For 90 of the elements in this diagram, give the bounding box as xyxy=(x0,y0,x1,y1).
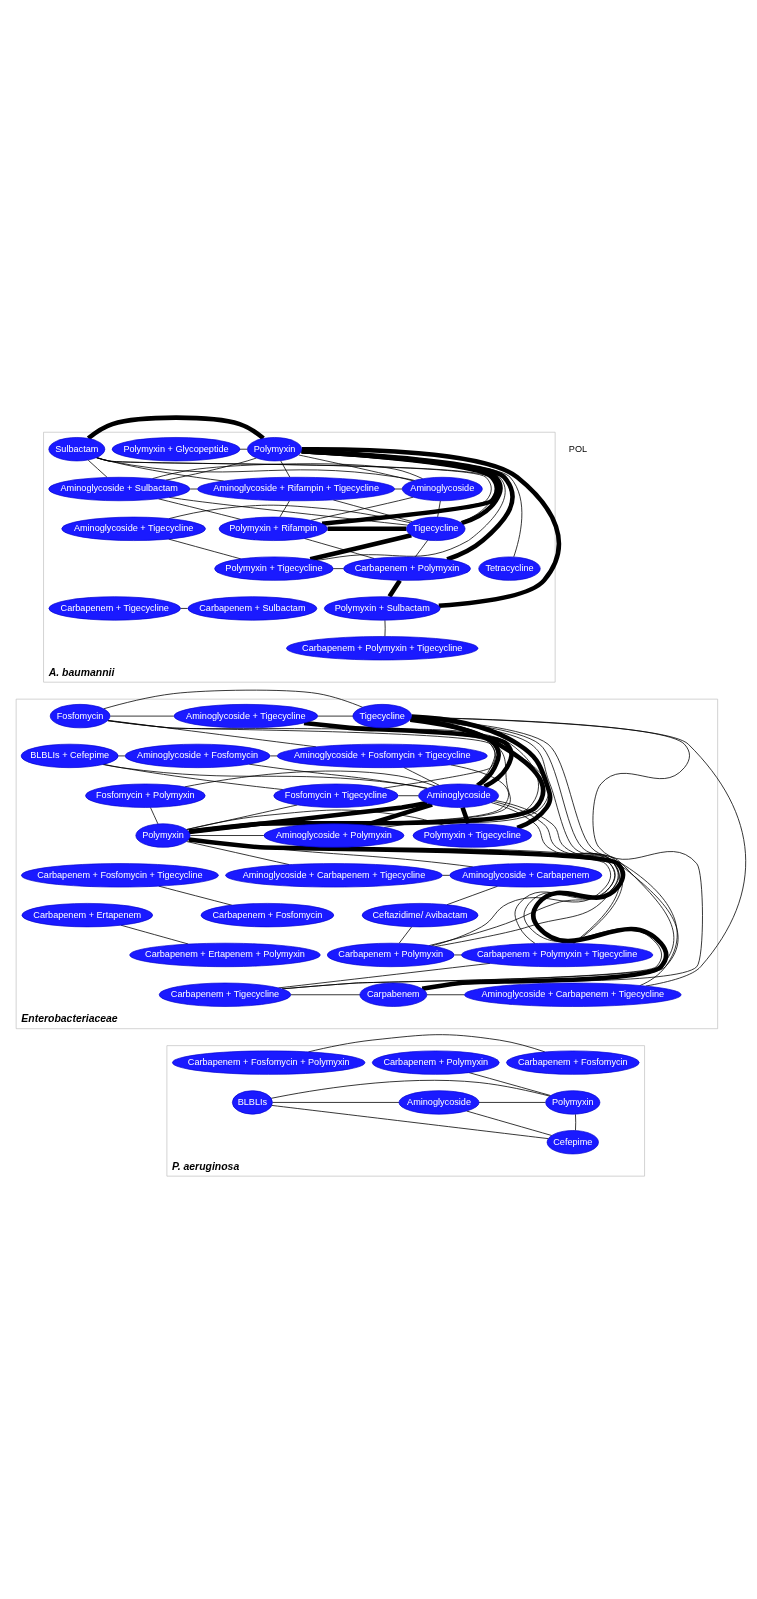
connector xyxy=(87,459,108,478)
node-ellipse: Aminoglycoside xyxy=(398,1090,480,1115)
connector xyxy=(415,539,429,558)
connector xyxy=(184,770,436,788)
node-ellipse: Fosfomycin + Polymyxin xyxy=(85,783,206,808)
connector xyxy=(387,579,402,598)
node-ellipse: Ceftazidime/ Avibactam xyxy=(361,903,479,928)
node-ellipse: Aminoglycoside xyxy=(401,476,483,502)
label: POL xyxy=(568,443,588,454)
connector xyxy=(304,538,375,559)
node-ellipse: Polymyxin + Glycopeptide xyxy=(111,437,241,462)
connector xyxy=(308,1034,546,1053)
node-ellipse: Carbapenem + Fosfomycin + Tigecycline xyxy=(21,863,219,888)
node-ellipse: Aminoglycoside + Carbapenem + Tigecycline xyxy=(225,863,443,888)
connector xyxy=(428,802,616,946)
node-ellipse: Sulbactam xyxy=(48,437,106,462)
connector xyxy=(271,1105,549,1139)
node-ellipse: Tigecycline xyxy=(406,516,466,541)
connector xyxy=(466,1110,553,1136)
connector xyxy=(188,800,428,835)
node-ellipse: Cefepime xyxy=(546,1130,599,1155)
node-ellipse: Carpabenem xyxy=(359,982,428,1007)
connector xyxy=(168,497,409,526)
connector xyxy=(478,1102,546,1103)
connector xyxy=(332,568,344,569)
node-ellipse: Carbapenem + Tigecycline xyxy=(158,982,292,1007)
node-ellipse: Carbapenem + Fosfomycin xyxy=(506,1050,640,1075)
node-ellipse: Carbapenem + Polymyxin + Tigecycline xyxy=(286,636,479,661)
connector xyxy=(96,457,416,481)
connector xyxy=(150,807,159,825)
node-ellipse: Carbapenem + Polymyxin + Tigecycline xyxy=(461,942,654,967)
connector xyxy=(309,533,412,562)
connector xyxy=(107,720,511,832)
connector xyxy=(575,1113,577,1131)
connector xyxy=(270,1079,551,1099)
node-ellipse: Aminoglycoside + Polymyxin xyxy=(263,823,405,848)
node-ellipse: Carbapenem + Ertapenem + Polymyxin xyxy=(129,942,321,967)
node-ellipse: Aminoglycoside + Tigecycline xyxy=(173,704,319,729)
node-ellipse: Polymyxin + Rifampin xyxy=(218,516,328,541)
node-ellipse: Fosfomycin xyxy=(49,704,111,729)
node-ellipse: Aminoglycoside + Sulbactam xyxy=(48,476,191,502)
node-ellipse: Carbapenem + Polymyxin xyxy=(326,942,455,967)
node-ellipse: BLBLIs + Cefepime xyxy=(20,743,119,768)
node-ellipse: Carbapenem + Polymyxin xyxy=(371,1050,500,1075)
connector xyxy=(188,764,509,832)
node-ellipse: Tetracycline xyxy=(478,556,541,581)
connector xyxy=(398,926,412,944)
connector xyxy=(303,720,514,789)
node-ellipse: Aminoglycoside xyxy=(418,783,499,808)
node-ellipse: Aminoglycoside + Tigecycline xyxy=(61,516,206,541)
connector xyxy=(327,526,407,532)
connector xyxy=(180,608,188,609)
connector xyxy=(411,714,553,830)
node-ellipse: Polymyxin xyxy=(545,1090,601,1115)
node-ellipse: Polymyxin + Tigecycline xyxy=(214,556,334,581)
connector xyxy=(272,1102,400,1103)
node-ellipse: Polymyxin + Sulbactam xyxy=(323,596,441,621)
connector xyxy=(301,447,562,609)
node-ellipse: Carbapenem + Sulbactam xyxy=(187,596,318,621)
node-ellipse: Aminoglycoside + Carbapenem + Tigecycline xyxy=(464,982,682,1007)
node-ellipse: Aminoglycoside + Carbapenem xyxy=(449,863,603,888)
connector xyxy=(280,460,291,478)
connector xyxy=(189,835,265,836)
connector xyxy=(120,924,189,945)
node-ellipse: BLBLIs xyxy=(232,1090,273,1115)
connector xyxy=(403,767,440,786)
node-ellipse: Aminoglycoside + Rifampin + Tigecycline xyxy=(197,476,395,502)
connector xyxy=(86,415,265,441)
node-ellipse: Tigecycline xyxy=(352,704,412,729)
connector xyxy=(437,500,441,518)
connector xyxy=(446,885,498,906)
connector xyxy=(103,689,364,710)
connector xyxy=(168,504,411,524)
node-ellipse: Polymyxin xyxy=(135,823,191,848)
connector xyxy=(102,764,428,789)
node-ellipse: Carbapenem + Polymyxin xyxy=(343,556,471,581)
node-ellipse: Aminoglycoside + Fosfomycin xyxy=(124,743,271,768)
node-ellipse: Polymyxin + Tigecycline xyxy=(412,823,532,848)
node-ellipse: Polymyxin xyxy=(247,437,303,462)
connector xyxy=(103,763,284,790)
node-ellipse: Aminoglycoside + Fosfomycin + Tigecycline xyxy=(276,743,488,768)
connector xyxy=(310,496,414,521)
connector xyxy=(168,538,242,560)
node-ellipse: Carbapenem + Fosfomycin xyxy=(200,903,335,928)
connector xyxy=(298,454,414,482)
node-ellipse: Carbapenem + Fosfomycin + Polymyxin xyxy=(172,1050,366,1075)
connector xyxy=(279,500,290,518)
node-ellipse: Carbapenem + Ertapenem xyxy=(21,903,153,928)
node-ellipse: Carbapenem + Tigecycline xyxy=(48,596,181,621)
node-ellipse: Fosfomycin + Tigecycline xyxy=(273,783,399,808)
